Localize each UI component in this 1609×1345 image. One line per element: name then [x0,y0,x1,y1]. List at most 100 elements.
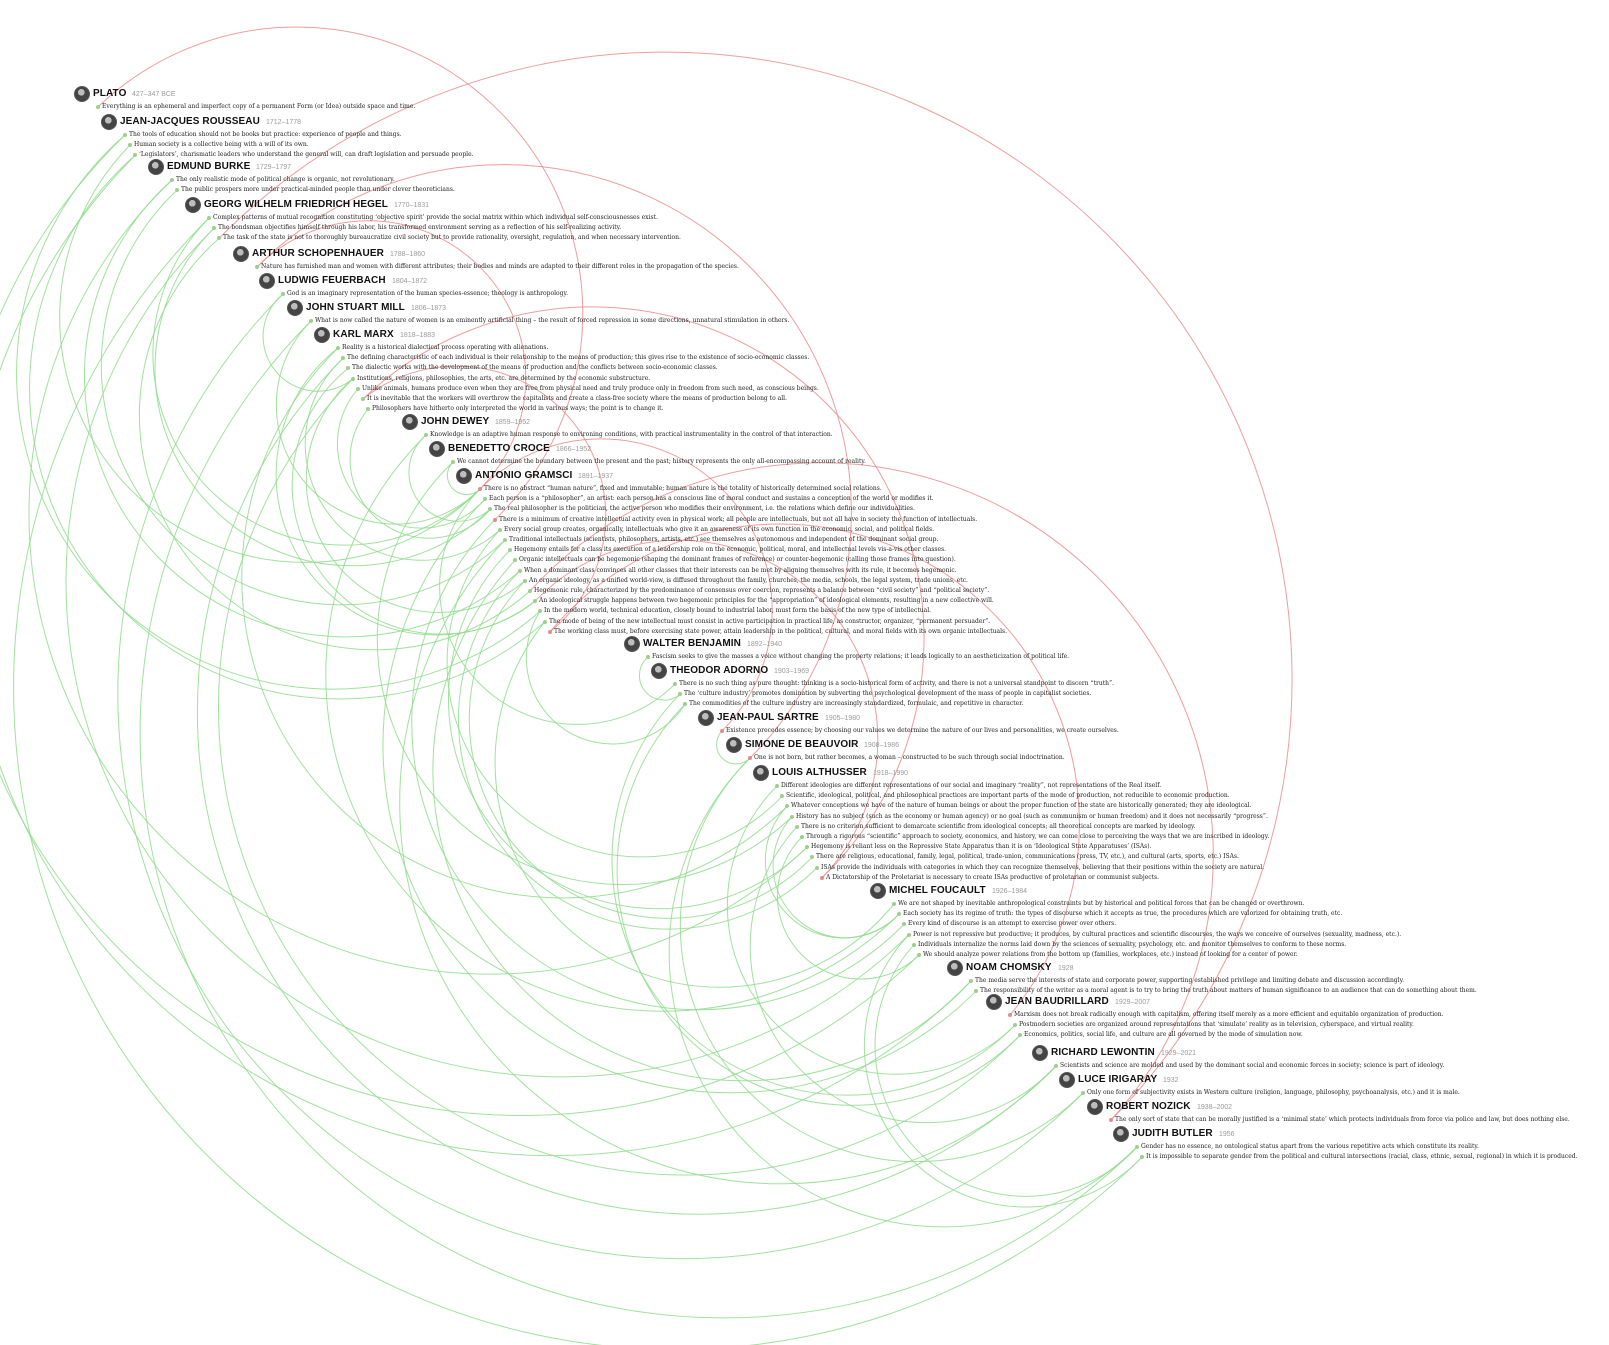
idea-text[interactable]: There is no criterion sufficient to dema… [801,822,1196,830]
idea-dot [309,319,313,323]
portrait-icon [314,327,330,343]
idea-text[interactable]: God is an imaginary representation of th… [287,290,568,297]
idea-text[interactable]: Marxism does not break radically enough … [1014,1011,1444,1018]
idea-text[interactable]: A Dictatorship of the Proletariat is nec… [826,873,1159,881]
idea-text[interactable]: There is no abstract “human nature”, fix… [484,485,882,492]
idea-text[interactable]: ISAs provide the individuals with catego… [821,863,1265,871]
idea-text[interactable]: We are not shaped by inevitable anthropo… [898,900,1305,907]
portrait-icon [986,994,1002,1010]
philosopher-dates: 1956 [1219,1131,1235,1138]
idea-dot [805,845,809,850]
idea-text[interactable]: Reality is a historical dialectical proc… [342,344,549,351]
idea-text[interactable]: Hegemonic rule, characterized by the pre… [534,587,990,594]
idea-dot [508,548,512,553]
idea-text[interactable]: Hegemony entails for a class its executi… [514,546,947,554]
idea-text[interactable]: An organic ideology, as a unified world-… [529,576,968,584]
idea-text[interactable]: There are religious, educational, family… [816,853,1239,861]
idea-text[interactable]: The media serve the interests of state a… [975,977,1405,984]
idea-dot [523,578,527,583]
idea-dot [800,835,804,839]
idea-text[interactable]: There is no such thing as pure thought: … [679,680,1114,687]
idea-text[interactable]: The responsibility of the writer as a mo… [980,987,1477,995]
idea-text[interactable]: The only sort of state that can be moral… [1115,1116,1570,1123]
idea-text[interactable]: Hegemony is reliant less on the Repressi… [811,843,1152,851]
idea-text[interactable]: ‘Legislators’, charismatic leaders who u… [139,151,474,159]
philosopher-name: NOAM CHOMSKY [966,962,1052,973]
idea-text[interactable]: The defining characteristic of each indi… [347,354,810,362]
idea-text[interactable]: The task of the state is not to thorough… [223,234,681,242]
idea-text[interactable]: The public prospers more under practical… [181,186,455,194]
idea-text[interactable]: Gender has no essence, no ontological st… [1141,1143,1479,1150]
idea-text[interactable]: The dialectic works with the development… [352,364,718,372]
idea-text[interactable]: Every social group creates, organically,… [504,525,934,533]
idea-text[interactable]: One is not born, but rather becomes, a w… [754,754,1065,761]
idea-text[interactable]: Traditional intellectuals (scientists, p… [509,536,939,543]
philosopher-name: WALTER BENJAMIN [643,638,741,649]
idea-text[interactable]: Different ideologies are different repre… [781,782,1162,789]
idea-text[interactable]: History has no subject (such as the econ… [796,812,1268,820]
idea-text[interactable]: The ‘culture industry’ promotes dominati… [684,690,1092,698]
philosopher-dates: 1859–1952 [495,419,531,426]
idea-text[interactable]: Human society is a collective being with… [134,141,309,149]
idea-text[interactable]: The commodities of the culture industry … [689,700,1024,708]
idea-text[interactable]: When a dominant class convinces all othe… [524,566,957,574]
idea-text[interactable]: Scientists and science are molded and us… [1060,1062,1445,1069]
portrait-icon [429,441,445,457]
idea-dot [1018,1033,1022,1038]
idea-dot [548,629,552,634]
idea-text[interactable]: Through a rigorous “scientific” approach… [806,833,1270,840]
idea-text[interactable]: Scientific, ideological, political, and … [786,792,1230,800]
idea-text[interactable]: Individuals internalize the norms laid d… [918,940,1347,948]
philosopher-name: PLATO [93,88,127,99]
idea-text[interactable]: It is inevitable that the workers will o… [367,395,787,402]
idea-text[interactable]: Only one form of subjectivity exists in … [1087,1089,1460,1096]
idea-text[interactable]: Everything is an ephemeral and imperfect… [102,103,416,110]
philosopher-name: SIMONE DE BEAUVOIR [745,739,859,750]
portrait-icon [233,246,249,262]
philosopher-name: JEAN-JACQUES ROUSSEAU [120,116,260,127]
idea-text[interactable]: The mode of being of the new intellectua… [549,617,991,625]
idea-text[interactable]: Power is not repressive but productive; … [913,930,1402,938]
idea-text[interactable]: Nature has furnished man and women with … [261,263,739,270]
idea-text[interactable]: It is impossible to separate gender from… [1146,1153,1578,1161]
idea-text[interactable]: Unlike animals, humans produce even when… [362,384,819,392]
idea-text[interactable]: The working class must, before exercisin… [554,627,1008,635]
idea-dot [528,589,532,593]
idea-text[interactable]: Economics, politics, social life, and cu… [1024,1031,1303,1039]
idea-text[interactable]: Postmodern societies are organized aroun… [1019,1021,1414,1029]
philosopher-dates: 1903–1969 [774,668,810,675]
portrait-icon [726,737,742,753]
idea-text[interactable]: In the modern world, technical education… [544,607,932,615]
idea-text[interactable]: Institutions, religions, philosophies, t… [357,374,651,382]
idea-text[interactable]: Knowledge is an adaptive human response … [430,431,833,438]
idea-dot [775,784,779,788]
idea-text[interactable]: Each society has its regime of truth: th… [903,910,1343,918]
idea-text[interactable]: Philosophers have hitherto only interpre… [372,405,664,413]
idea-text[interactable]: The only realistic mode of political cha… [176,176,395,183]
idea-text[interactable]: Complex patterns of mutual recognition c… [213,214,658,221]
idea-text[interactable]: Existence precedes essence; by choosing … [726,727,1119,734]
portrait-icon [456,468,472,484]
idea-text[interactable]: Each person is a “philosopher”, an artis… [489,495,934,503]
idea-text[interactable]: What is now called the nature of women i… [315,317,790,324]
idea-text[interactable]: The tools of education should not be boo… [129,131,402,138]
portrait-icon [287,300,303,316]
idea-text[interactable]: We cannot determine the boundary between… [457,458,866,465]
idea-dot [912,942,916,947]
idea-text[interactable]: Fascism seeks to give the masses a voice… [652,653,1070,660]
philosopher-dates: 1908–1986 [864,742,900,749]
idea-text[interactable]: The bondsman objectifies himself through… [218,224,622,232]
philosopher-name: ARTHUR SCHOPENHAUER [252,248,384,259]
philosopher-name: BENEDETTO CROCE [448,443,550,454]
idea-dot [720,729,724,733]
idea-dot [175,188,179,193]
idea-dot [217,236,221,241]
idea-text[interactable]: Whatever conceptions we have of the natu… [791,802,1252,810]
idea-dot [902,922,906,927]
idea-text[interactable]: We should analyze power relations from t… [923,951,1298,958]
idea-text[interactable]: There is a minimum of creative intellect… [499,515,978,523]
idea-text[interactable]: An ideological struggle happens between … [539,597,994,605]
idea-text[interactable]: Every kind of discourse is an attempt to… [908,920,1117,928]
idea-text[interactable]: Organic intellectuals can be hegemonic (… [519,556,956,564]
idea-text[interactable]: The real philosopher is the politician, … [494,505,915,513]
